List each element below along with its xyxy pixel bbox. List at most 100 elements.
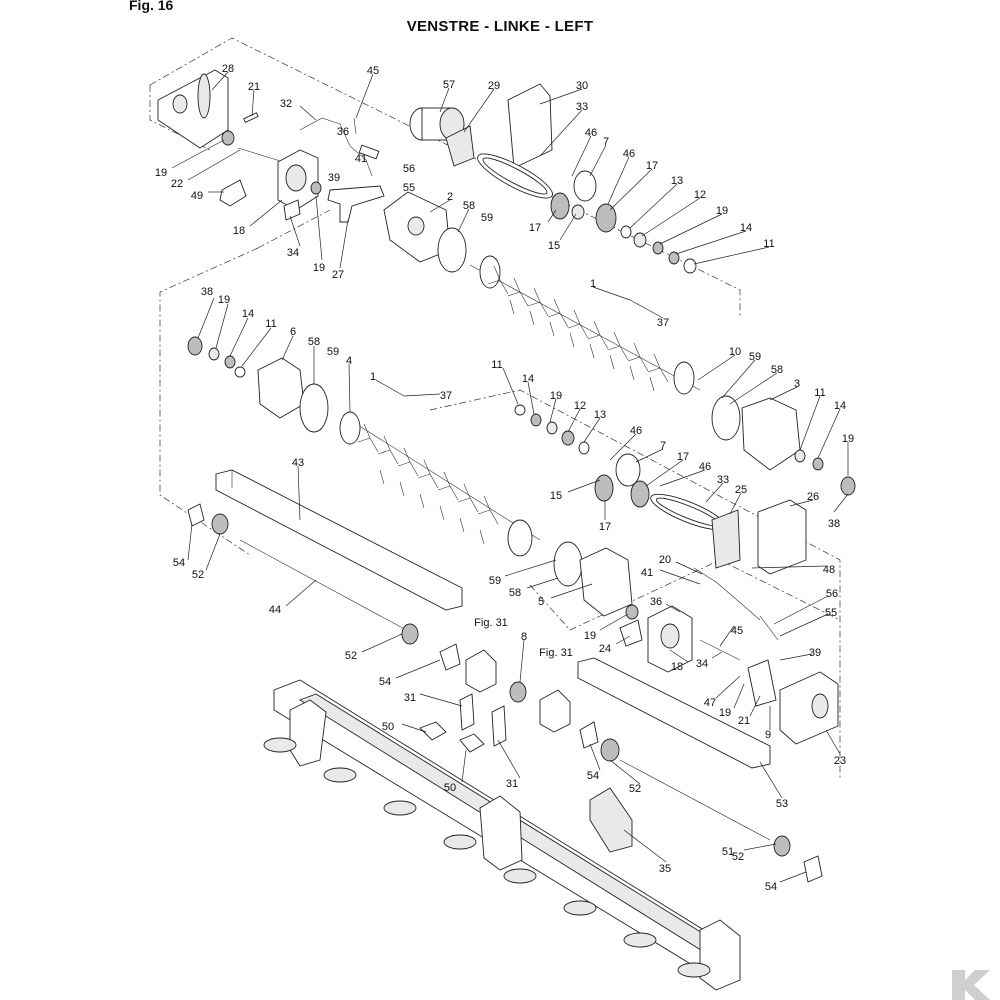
part-number-label: 56 [826,588,838,600]
part-number-label: 50 [444,782,456,794]
part-number-label: 38 [828,518,840,530]
part-number-label: 52 [629,783,641,795]
part-number-label: 14 [834,400,846,412]
part-number-label: 19 [313,262,325,274]
part-number-label: 9 [765,729,771,741]
part-number-label: 45 [367,65,379,77]
part-number-label: 13 [671,175,683,187]
part-number-label: 36 [650,596,662,608]
part-number-label: 23 [834,755,846,767]
main-frame [263,679,741,991]
part-number-label: 5 [538,596,544,608]
part-number-label: 46 [699,461,711,473]
part-number-label: 14 [522,373,534,385]
part-number-label: 30 [576,80,588,92]
part-number-label: 15 [548,240,560,252]
part-number-label: 21 [738,715,750,727]
part-number-label: 18 [671,661,683,673]
part-number-label: 8 [521,631,527,643]
part-number-label: 34 [696,658,708,670]
part-number-label: 41 [641,567,653,579]
part-number-label: 39 [809,647,821,659]
part-number-label: 45 [731,625,743,637]
part-number-label: 41 [355,153,367,165]
part-number-label: 17 [599,521,611,533]
part-number-label: 46 [630,425,642,437]
part-number-label: 19 [719,707,731,719]
part-number-label: 3 [794,378,800,390]
part-number-label: 36 [337,126,349,138]
part-number-label: 25 [735,484,747,496]
part-number-label: 54 [765,881,777,893]
part-number-label: 26 [807,491,819,503]
part-number-label: 1 [590,278,596,290]
part-number-label: 37 [657,317,669,329]
figure-reference-labels: Fig. 31 Fig. 31 [474,617,573,659]
part-number-label: 39 [328,172,340,184]
part-number-label: 27 [332,269,344,281]
part-number-label: 14 [740,222,752,234]
figure-label: Fig. 16 [129,0,174,13]
part-number-label: 52 [732,851,744,863]
part-number-label: 17 [677,451,689,463]
part-number-label: 56 [403,163,415,175]
figure-reference-label: Fig. 31 [539,647,573,659]
part-number-label: 20 [659,554,671,566]
part-number-label: 46 [623,148,635,160]
part-number-label: 11 [265,318,276,330]
middle-rotor-assembly [187,336,807,617]
part-number-label: 59 [481,212,493,224]
part-number-label: 1 [370,371,376,383]
part-number-label: 58 [308,336,320,348]
part-number-label: 38 [201,286,213,298]
part-number-label: 46 [585,127,597,139]
covers-and-shafts [187,469,839,883]
part-number-label: 4 [346,355,352,367]
part-number-label: 19 [550,390,562,402]
part-number-label: 13 [594,409,606,421]
part-number-label: 50 [382,721,394,733]
part-number-label: 31 [506,778,518,790]
part-number-label: 44 [269,604,281,616]
part-number-label: 58 [463,200,475,212]
part-number-label: 17 [646,160,658,172]
figure-reference-label: Fig. 31 [474,617,508,629]
part-number-label: 29 [488,80,500,92]
part-number-label: 54 [173,557,185,569]
part-number-label: 49 [191,190,203,202]
part-number-label: 24 [599,643,611,655]
part-number-label: 21 [248,81,260,93]
part-number-label: 43 [292,457,304,469]
part-number-label: 52 [192,569,204,581]
part-number-label: 7 [660,440,666,452]
part-number-label: 12 [574,400,586,412]
part-number-label: 28 [222,63,234,75]
part-number-label: 31 [404,692,416,704]
part-number-label: 19 [584,630,596,642]
part-number-label: 33 [576,101,588,113]
part-number-label: 37 [440,390,452,402]
part-number-label: 18 [233,225,245,237]
part-number-label: 32 [280,98,292,110]
part-number-label: 33 [717,474,729,486]
part-number-label: 59 [749,351,761,363]
part-number-label: 59 [489,575,501,587]
part-number-label: 55 [825,607,837,619]
part-number-label: 52 [345,650,357,662]
part-number-label: 54 [587,770,599,782]
part-number-label: 17 [529,222,541,234]
part-number-label: 2 [447,191,453,203]
part-number-label: 54 [379,676,391,688]
part-number-label: 55 [403,182,415,194]
part-number-label: 14 [242,308,254,320]
part-number-label: 53 [776,798,788,810]
part-number-label: 58 [509,587,521,599]
part-number-label: 19 [716,205,728,217]
part-number-label: 57 [443,79,455,91]
part-number-label: 34 [287,247,299,259]
part-number-label: 22 [171,178,183,190]
leader-lines [171,71,849,883]
part-number-label: 7 [603,136,609,148]
part-number-label: 15 [550,490,562,502]
